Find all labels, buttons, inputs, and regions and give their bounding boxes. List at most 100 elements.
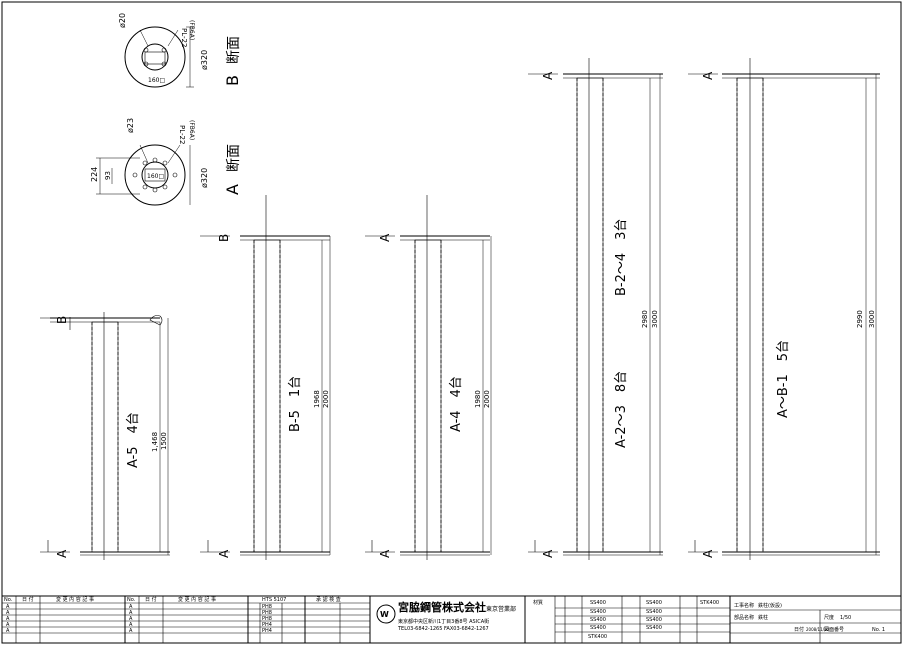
tb-col-desc2: 変 更 内 容 記 事 <box>178 596 216 603</box>
tb-material-header: 材質 <box>533 599 543 606</box>
tb-scale-label: 尺度 <box>824 614 834 621</box>
tb-part-label: 部品名称 <box>734 614 754 621</box>
tb-row-mark-9: A <box>129 622 133 628</box>
tb-row-mark-5: A <box>6 628 10 634</box>
a-side-dim: ø320 <box>200 168 209 188</box>
tb-col-no: No. <box>4 597 13 603</box>
tb-grade-4: PH4 <box>262 622 272 628</box>
tb-col-no2: No. <box>127 597 136 603</box>
b-top-dim: ø20 <box>118 13 127 28</box>
a4-dim-outer: 2000 <box>483 390 491 408</box>
b5-mark-bottom: A <box>217 549 231 558</box>
a-section-word: 断面 <box>226 144 242 172</box>
column-a4: A A A-4 4台 1980 2000 <box>365 195 492 560</box>
a5-mark-bottom: A <box>55 549 69 558</box>
tb-mat-b-4: SS400 <box>646 625 662 631</box>
tb-grade-3: PH8 <box>262 616 272 622</box>
b-section-view: ø20 PL-22 (FB6A) ø320 160□ B 断面 <box>118 13 242 88</box>
a5-mark-top: B <box>55 316 69 324</box>
b-section-word: 断面 <box>226 36 242 64</box>
a23-mark-bottom: A <box>541 549 555 558</box>
tb-grade-5: PH4 <box>262 628 272 634</box>
a-top-dim: ø23 <box>126 118 135 133</box>
ab1-dim-outer: 3000 <box>868 310 876 328</box>
company-logo-mark: W <box>380 610 389 619</box>
a4-mark-bottom: A <box>378 549 392 558</box>
tb-company: 宮脇鋼管株式会社 <box>398 600 486 614</box>
b5-dim-outer: 2000 <box>322 390 330 408</box>
tb-date-label: 日付 <box>794 626 804 633</box>
ab1-mark-top: A <box>701 71 715 80</box>
tb-row-mark-4: A <box>6 622 10 628</box>
ab1-mark-bottom: A <box>701 549 715 558</box>
tb-project-label: 工事名称 <box>734 602 754 609</box>
tb-col-date: 日 付 <box>22 596 34 603</box>
tb-row-mark-6: A <box>129 604 133 610</box>
tb-hts: HTS 5107 <box>262 597 286 603</box>
tb-col-desc: 変 更 内 容 記 事 <box>56 596 94 603</box>
a23-dim-inner: 2980 <box>641 310 649 328</box>
tb-mat-b-1: SS400 <box>646 600 662 606</box>
tb-project-value: 鉄柱(仮設) <box>758 602 782 609</box>
tb-date-value: 2008/11/30 <box>806 627 830 632</box>
b5-dim-inner: 1968 <box>313 390 321 408</box>
a4-mark-top: A <box>378 233 392 242</box>
a4-dim-inner: 1980 <box>474 390 482 408</box>
a4-label: A-4 4台 <box>449 376 464 432</box>
column-a5: B A A-5 4台 1,468 1500 <box>40 312 170 560</box>
a-section-view: ø23 PL-22 (FB6A) ø320 224 93 160□ A 断面 <box>90 118 242 206</box>
tb-tel: TEL03-6842-1265 FAX03-6842-1267 <box>397 626 489 632</box>
a5-dim-outer: 1500 <box>160 432 168 450</box>
ab1-label: A～B-1 5台 <box>776 340 791 418</box>
b24-label: B-2～4 3台 <box>614 219 629 296</box>
tb-mat-b-2: SS400 <box>646 609 662 615</box>
b-hole-text: 160□ <box>148 77 165 84</box>
tb-row-mark-8: A <box>129 616 133 622</box>
tb-row-mark-2: A <box>6 610 10 616</box>
tb-row-mark-1: A <box>6 604 10 610</box>
tb-drawing-no-label: 図面番号 <box>824 626 844 633</box>
tb-row-mark-7: A <box>129 610 133 616</box>
a5-label: A-5 4台 <box>126 412 141 468</box>
a-hole-text: 160□ <box>147 173 164 180</box>
a-plate-note: PL-22 <box>178 125 186 144</box>
b-plate-note: PL-22 <box>180 28 188 47</box>
tb-mat-b-5: STK400 <box>588 634 607 640</box>
tb-drawing-no-value: No. 1 <box>872 627 885 633</box>
a-plate-note2: (FB6A) <box>188 120 195 140</box>
tb-mat-b-3: SS400 <box>646 617 662 623</box>
tb-branch: 東京営業部 <box>486 605 516 613</box>
tb-address: 東京都中央区新川1丁目3番8号 ASICA街 <box>398 618 489 625</box>
ab1-dim-inner: 2990 <box>856 310 864 328</box>
tb-grade-2: PH8 <box>262 610 272 616</box>
column-b5: B A B-5 1台 1968 2000 <box>200 195 331 560</box>
a23-dim-outer: 3000 <box>651 310 659 328</box>
tb-stk-code: STK400 <box>700 600 719 606</box>
tb-sign: 承 認 検 査 <box>316 596 341 603</box>
a23-label: A-2～3 8台 <box>614 371 629 448</box>
tb-row-mark-10: A <box>129 628 133 634</box>
tb-row-mark-3: A <box>6 616 10 622</box>
tb-part-value: 鉄柱 <box>758 614 768 621</box>
a-dim-93: 93 <box>104 171 112 180</box>
title-block: No. 日 付 変 更 内 容 記 事 No. 日 付 変 更 内 容 記 事 … <box>2 595 901 643</box>
tb-col-date2: 日 付 <box>145 596 157 603</box>
b-section-letter: B <box>223 75 242 86</box>
tb-scale-value: 1/50 <box>840 615 851 621</box>
column-a23-b24: A A B-2～4 3台 A-2～3 8台 2980 3000 <box>528 58 663 560</box>
tb-grade-1: PH8 <box>262 604 272 610</box>
a5-dim-inner: 1,468 <box>151 432 159 452</box>
a-section-letter: A <box>223 184 242 195</box>
tb-mat-a-2: SS400 <box>590 609 606 615</box>
column-ab1: A A A～B-1 5台 2990 3000 <box>688 58 880 560</box>
b5-label: B-5 1台 <box>288 376 303 432</box>
b-plate-note2: (FB6A) <box>188 20 195 40</box>
tb-mat-a-1: SS400 <box>590 600 606 606</box>
tb-mat-a-4: SS400 <box>590 625 606 631</box>
b-side-dim: ø320 <box>200 50 209 70</box>
a23-mark-top: A <box>541 71 555 80</box>
tb-mat-a-3: SS400 <box>590 617 606 623</box>
a-dim-224: 224 <box>90 167 99 182</box>
